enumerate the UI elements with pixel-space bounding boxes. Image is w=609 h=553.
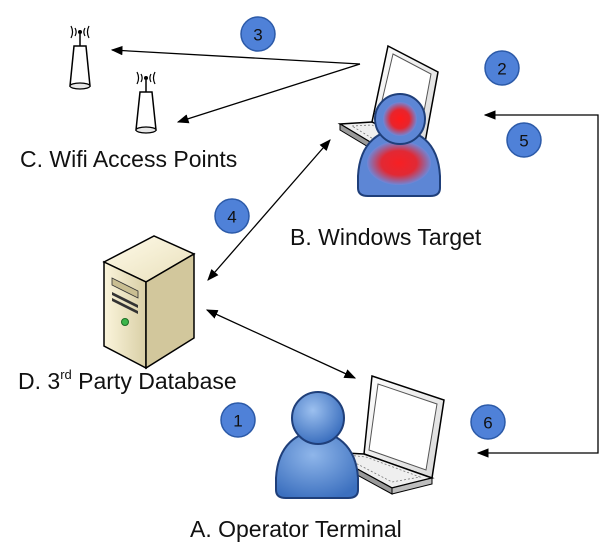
operator-person [275, 391, 359, 499]
step-badge-2: 2 [484, 50, 520, 86]
step-badge-number: 5 [519, 132, 528, 151]
database-label-suffix: Party Database [72, 368, 237, 394]
signal-icon [70, 25, 90, 39]
operator-laptop [325, 374, 445, 495]
arrow-target-to-wifi-1 [110, 45, 361, 65]
database-label-sup: rd [60, 367, 72, 382]
arrow-database-operator [205, 309, 357, 379]
step-badge-number: 3 [253, 26, 262, 45]
step-badge-number: 2 [497, 60, 506, 79]
database-label-prefix: D. 3 [18, 368, 60, 394]
arrow-database-target [207, 139, 331, 281]
step-badge-4: 4 [214, 198, 250, 234]
step-badge-number: 1 [233, 412, 242, 431]
step-badges: 1 2 3 4 5 6 [214, 16, 542, 440]
step-badge-5: 5 [506, 122, 542, 158]
step-badge-3: 3 [240, 16, 276, 52]
step-badge-number: 4 [227, 208, 236, 227]
step-badge-6: 6 [470, 404, 506, 440]
arrows [110, 45, 599, 458]
database-server [102, 235, 196, 370]
step-badge-number: 6 [483, 414, 492, 433]
arrow-target-to-wifi-2 [176, 63, 361, 124]
wifi-label: C. Wifi Access Points [20, 146, 237, 172]
arrow-operator-target-loop [476, 110, 599, 458]
step-badge-1: 1 [220, 402, 256, 438]
wifi-access-point-2 [135, 71, 157, 134]
operator-label: A. Operator Terminal [190, 516, 402, 542]
target-label: B. Windows Target [290, 224, 482, 250]
database-label: D. 3rd Party Database [18, 367, 237, 394]
signal-icon [136, 71, 156, 85]
windows-target-person [357, 93, 441, 197]
wifi-access-point-1 [69, 25, 91, 90]
